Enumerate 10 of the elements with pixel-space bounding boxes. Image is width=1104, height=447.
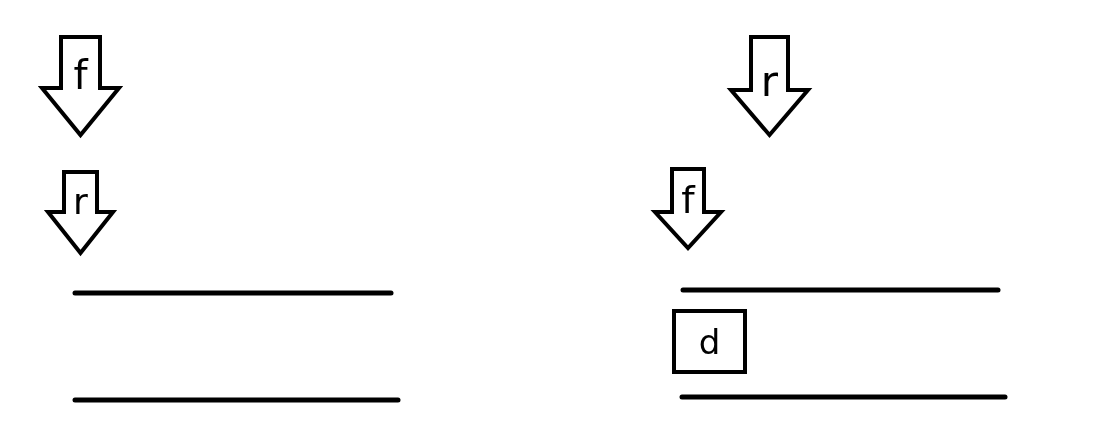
force-arrow	[40, 35, 121, 139]
force-arrow	[729, 35, 810, 139]
force-label: f	[72, 55, 90, 95]
block-label: d	[698, 324, 721, 359]
force-label: f	[680, 181, 697, 219]
force-label: r	[72, 184, 89, 220]
force-arrow	[46, 170, 115, 257]
force-label: r	[759, 61, 780, 103]
force-arrow	[653, 167, 723, 252]
block	[672, 309, 747, 374]
